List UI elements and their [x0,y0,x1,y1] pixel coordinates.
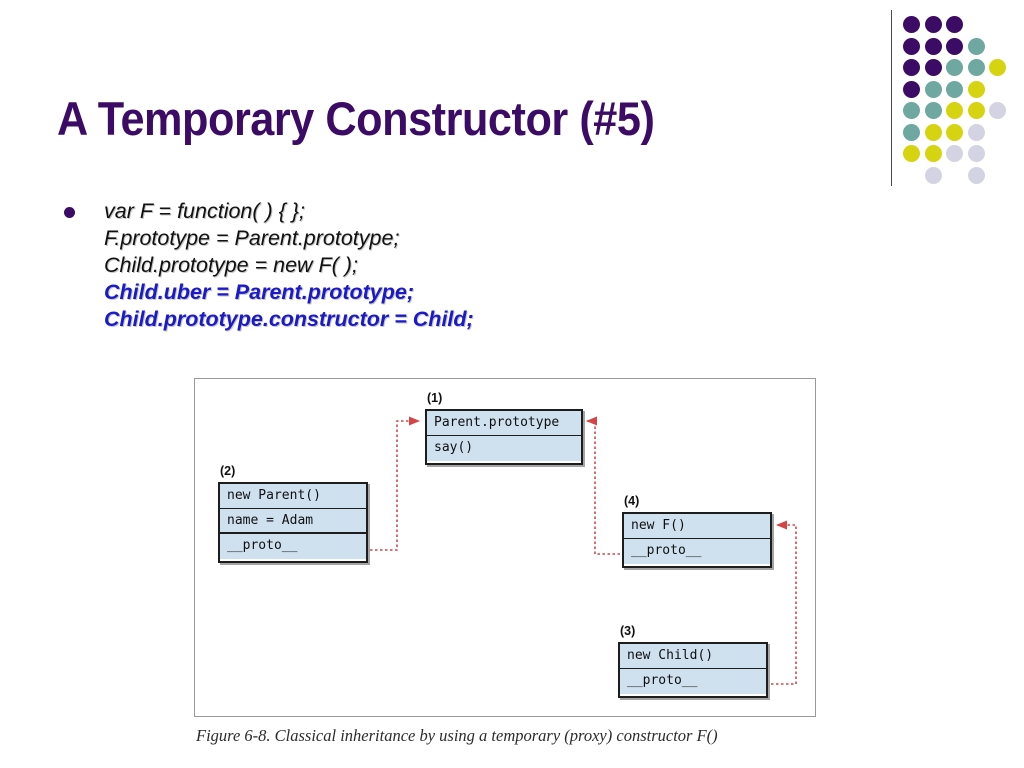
box-4-row-2: __proto__ [624,539,770,564]
code-line-5: Child.prototype.constructor = Child; [104,307,474,331]
box-2: new Parent()name = Adam__proto__ [218,482,368,563]
decoration-dot-purple [903,16,920,33]
bullet-dot-icon [64,207,75,218]
arrow-child-proto-to-newf [771,520,797,685]
decoration-dot-teal [924,80,942,98]
code-line-3: Child.prototype = new F( ); [104,253,358,277]
decoration-dot-teal [967,37,985,55]
code-line-1: var F = function( ) { }; [104,199,305,223]
box-1-label: (1) [427,391,443,405]
decoration-dot-yellow [924,123,942,141]
decoration-dot-lavender [967,145,985,162]
decoration-dot-yellow [989,59,1006,76]
decoration-dot-lavender [924,166,942,184]
code-line-2: F.prototype = Parent.prototype; [104,226,400,250]
decoration-dot-teal [924,102,942,119]
box-1-row-2: say() [427,436,581,461]
decoration-dot-yellow [946,123,963,141]
figure-arrow-layer [370,416,797,685]
decoration-dot-teal [903,102,920,119]
decoration-dot-teal [946,59,963,76]
box-3-row-2: __proto__ [620,669,766,694]
header-divider-rule [891,10,892,186]
decoration-dot-yellow [903,145,920,162]
box-3-row-1: new Child() [620,644,766,669]
page-title: A Temporary Constructor (#5) [57,92,655,145]
figure-caption: Figure 6-8. Classical inheritance by usi… [196,726,718,745]
decoration-dot-yellow [967,80,985,98]
decoration-dot-lavender [946,145,963,162]
decoration-dot-lavender [989,102,1006,119]
decoration-dot-purple [946,16,963,33]
decoration-dot-purple [903,37,920,55]
decoration-dot-teal [903,123,920,141]
dot-grid-decoration [903,16,1015,184]
decoration-dot-purple [924,16,942,33]
decoration-dot-purple [903,80,920,98]
code-line-list: var F = function( ) { }; F.prototype = Pa… [104,198,758,333]
bullet-block: var F = function( ) { }; F.prototype = Pa… [58,198,758,333]
decoration-dot-purple [903,59,920,76]
arrow-newf-proto-to-prototype [585,416,620,555]
box-4: new F()__proto__ [622,512,772,568]
box-1-row-1: Parent.prototype [427,411,581,436]
decoration-dot-purple [924,59,942,76]
decoration-dot-yellow [946,102,963,119]
decoration-dot-yellow [967,102,985,119]
decoration-dot-lavender [967,166,985,184]
decoration-dot-teal [946,80,963,98]
decoration-dot-yellow [924,145,942,162]
decoration-dot-lavender [967,123,985,141]
box-4-row-1: new F() [624,514,770,539]
box-4-label: (4) [624,494,640,508]
box-3: new Child()__proto__ [618,642,768,698]
box-3-label: (3) [620,624,636,638]
decoration-dot-purple [946,37,963,55]
box-2-row-3: __proto__ [220,534,366,559]
arrow-parent-proto-to-prototype [370,416,421,551]
box-2-label: (2) [220,464,236,478]
decoration-dot-teal [967,59,985,76]
box-2-row-1: new Parent() [220,484,366,509]
box-2-row-2: name = Adam [220,509,366,534]
code-line-4: Child.uber = Parent.prototype; [104,280,414,304]
decoration-dot-purple [924,37,942,55]
